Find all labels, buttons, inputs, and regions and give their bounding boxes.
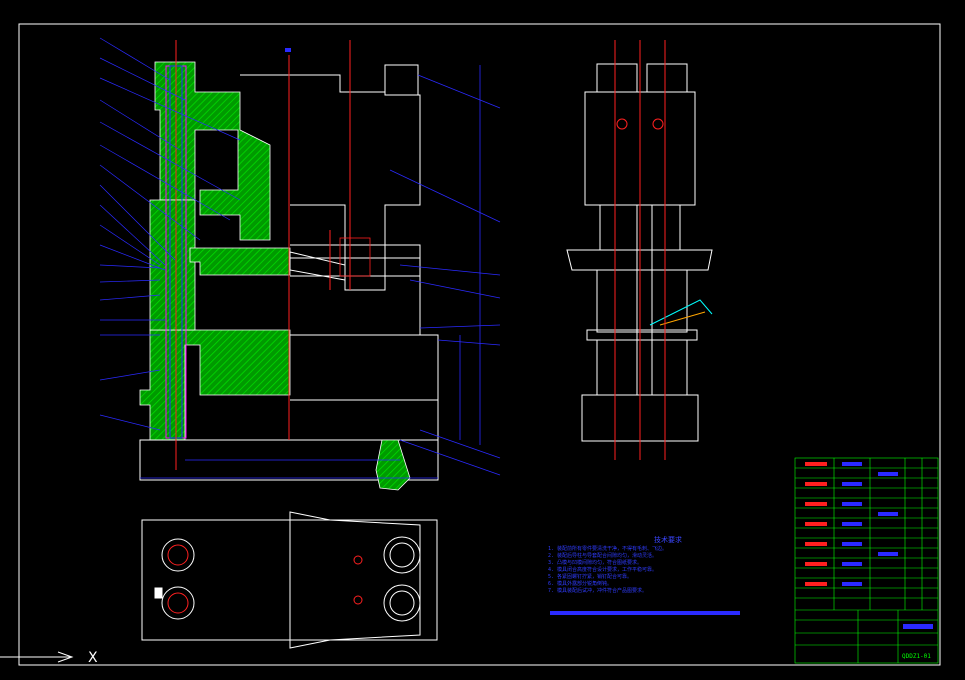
note-line: 2. 装配后导柱与导套配合间隙均匀，滑动灵活。 xyxy=(548,553,658,559)
note-line: 5. 各紧固螺钉拧紧，销钉配合可靠。 xyxy=(548,574,633,580)
note-line: 1. 装配前所有零件要清洗干净，不得有毛刺、飞边。 xyxy=(548,546,668,552)
technical-notes: 技术要求 1. 装配前所有零件要清洗干净，不得有毛刺、飞边。 2. 装配后导柱与… xyxy=(548,537,788,595)
note-line: 7. 模具装配后试冲，冲件符合产品图要求。 xyxy=(548,588,648,594)
title-block-table xyxy=(794,457,939,664)
note-line: 3. 凸模与凹模间隙均匀，符合图纸要求。 xyxy=(548,560,643,566)
drawing-number: QDDZ1-01 xyxy=(902,653,931,660)
front-section-view xyxy=(99,37,501,491)
note-line: 4. 模具闭合高度符合设计要求，工作平稳可靠。 xyxy=(548,567,658,573)
notes-title: 技术要求 xyxy=(654,536,682,544)
title-block-fills xyxy=(550,462,933,629)
side-view-centerlines xyxy=(614,40,666,460)
note-line: 6. 模具外露部分锐角倒钝。 xyxy=(548,581,613,587)
plan-view xyxy=(141,511,438,649)
x-axis-label: X xyxy=(88,650,98,666)
sheet-border xyxy=(18,23,941,666)
ucs-axis-icon xyxy=(0,651,74,663)
